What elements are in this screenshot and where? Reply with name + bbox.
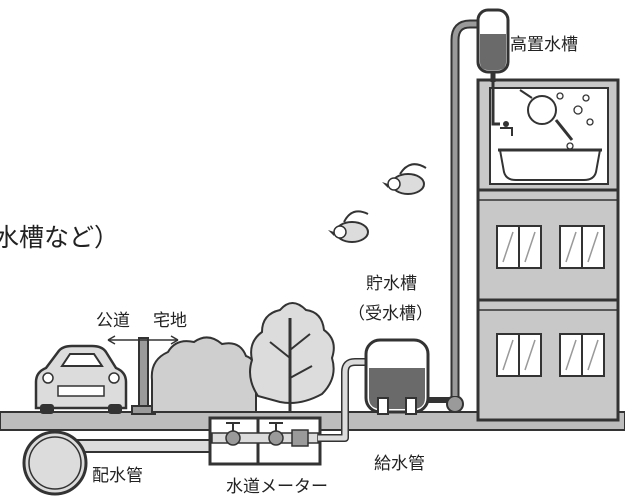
- building: [476, 78, 620, 422]
- shrubs: [150, 336, 258, 413]
- supply-pipe: [318, 358, 372, 442]
- tree: [249, 302, 335, 412]
- window: [496, 225, 542, 269]
- window: [559, 333, 605, 377]
- riser-pipe: [450, 19, 480, 396]
- supply-pipe-label: 給水管: [374, 454, 425, 474]
- car: [34, 344, 128, 414]
- window: [559, 225, 605, 269]
- residential-land-label: 宅地: [153, 311, 187, 331]
- water-meter-box: [208, 416, 322, 466]
- elevated-tank-label: 高置水槽: [510, 35, 578, 55]
- public-road-label: 公道: [96, 311, 130, 331]
- water-meter-label: 水道メーター: [226, 477, 328, 497]
- window: [496, 333, 542, 377]
- receiving-tank-label: （受水槽）: [348, 304, 433, 324]
- bird: [328, 210, 369, 243]
- cropped-text-label: 水槽など）: [0, 223, 120, 252]
- bird: [382, 163, 427, 195]
- storage-tank: [364, 338, 464, 415]
- storage-tank-label: 貯水槽: [366, 274, 417, 294]
- elevated-tank: [476, 8, 510, 126]
- boundary-post: [107, 335, 179, 415]
- distribution-pipe-label: 配水管: [92, 466, 143, 486]
